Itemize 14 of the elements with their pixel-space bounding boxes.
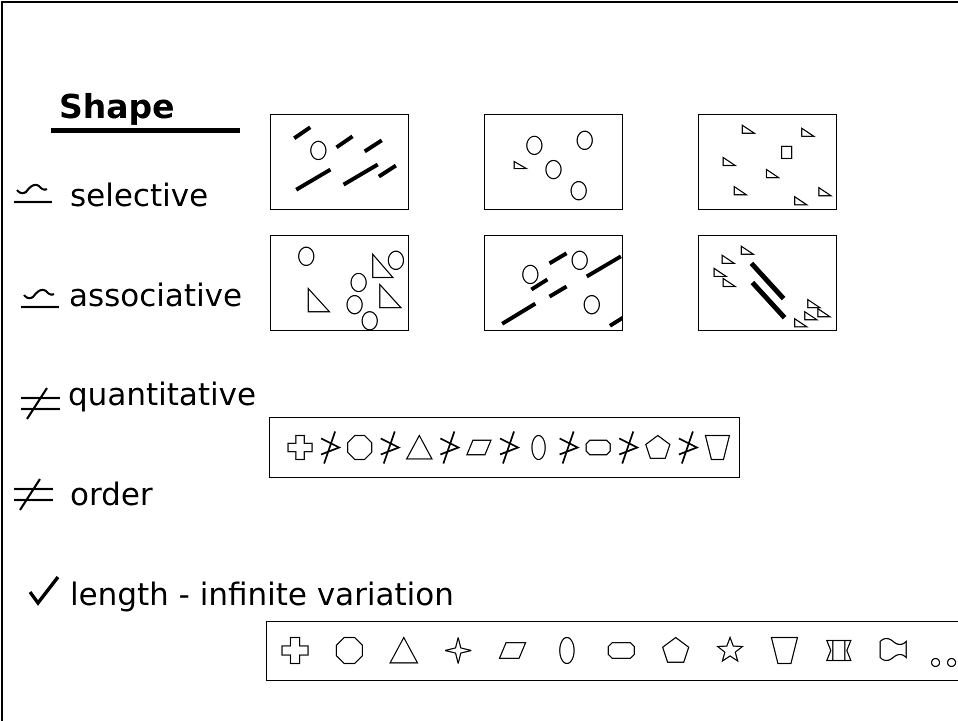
- shape-strip-drawing: [269, 417, 740, 478]
- scatter-panel-drawing: [484, 114, 623, 210]
- property-label: associative: [69, 278, 242, 314]
- shape-strip-drawing: [266, 621, 958, 681]
- scatter-panel-drawing: [484, 235, 623, 331]
- scatter-panel-drawing: [270, 235, 409, 331]
- scatter-panel-drawing: [698, 114, 837, 210]
- scatter-panel-drawing: [270, 114, 409, 210]
- scatter-panel-drawing: [698, 235, 837, 331]
- property-label: quantitative: [68, 377, 256, 413]
- property-label: length - infinite variation: [70, 577, 454, 613]
- diagram-title: Shape: [59, 90, 175, 123]
- property-label: order: [70, 477, 153, 513]
- property-label: selective: [70, 178, 208, 214]
